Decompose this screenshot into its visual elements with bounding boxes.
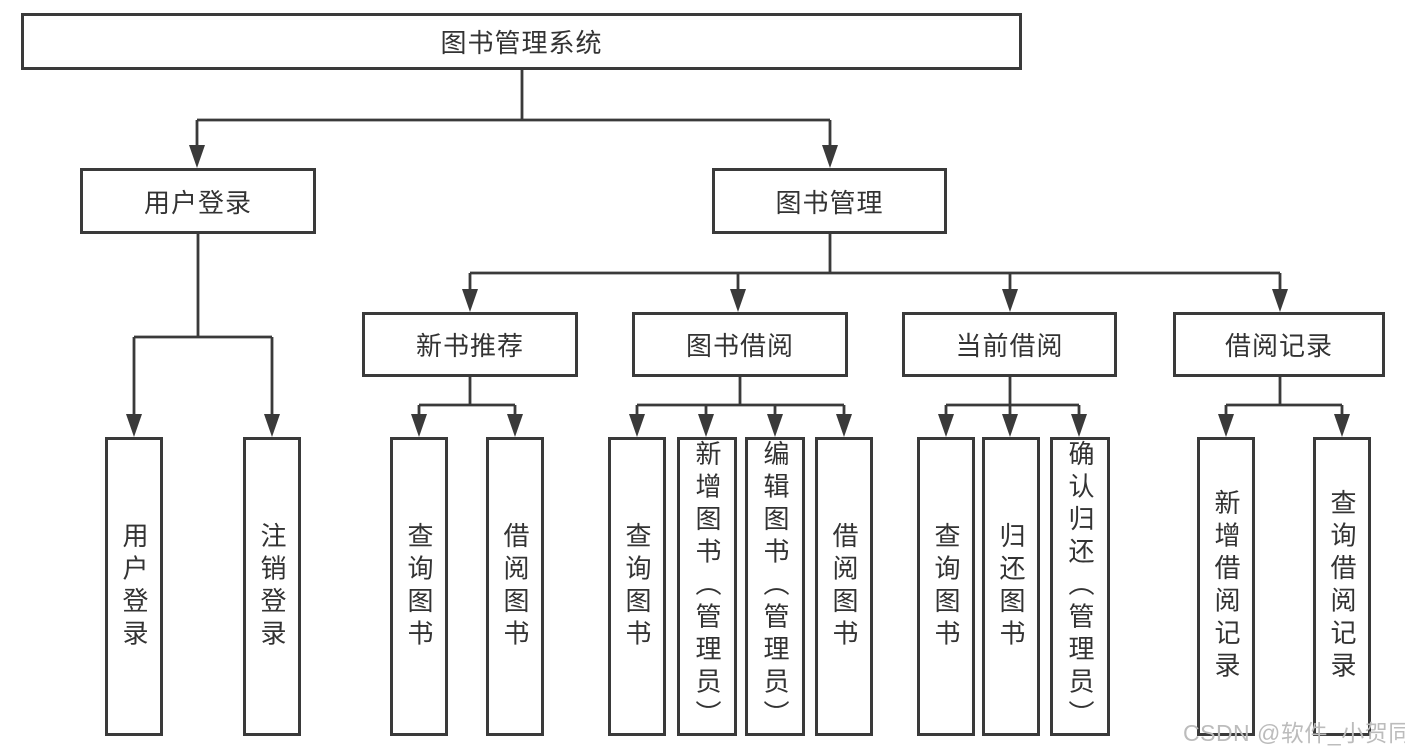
node-leaf-user-login-label: 用户登录: [119, 521, 149, 652]
node-leaf-borrow-query-book-label: 查询图书: [622, 521, 652, 652]
node-user-login-label: 用户登录: [143, 187, 252, 218]
node-book-management-label: 图书管理: [775, 187, 884, 218]
node-new-book-recommend: 新书推荐: [362, 312, 578, 377]
node-user-login: 用户登录: [80, 168, 316, 234]
node-leaf-recommend-query-book-label: 查询图书: [404, 521, 434, 652]
node-leaf-current-confirm-return-admin: 确认归还（管理员）: [1050, 437, 1110, 736]
node-leaf-recommend-borrow-book-label: 借阅图书: [500, 521, 530, 652]
node-root: 图书管理系统: [21, 13, 1022, 70]
node-leaf-current-confirm-return-admin-label: 确认归还（管理员）: [1065, 440, 1095, 733]
node-leaf-current-query-book: 查询图书: [917, 437, 975, 736]
edge-borrow-record-to-leaves: [1218, 377, 1350, 437]
node-leaf-logout: 注销登录: [243, 437, 301, 736]
node-leaf-current-query-book-label: 查询图书: [931, 521, 961, 652]
node-root-label: 图书管理系统: [440, 28, 603, 58]
node-leaf-recommend-query-book: 查询图书: [390, 437, 448, 736]
node-book-borrow-label: 图书借阅: [685, 331, 794, 361]
edge-book-management-to-level3: [462, 234, 1288, 312]
node-new-book-recommend-label: 新书推荐: [415, 331, 524, 361]
node-leaf-borrow-edit-book-admin-label: 编辑图书（管理员）: [760, 440, 790, 733]
node-current-borrow: 当前借阅: [902, 312, 1117, 377]
node-leaf-borrow-add-book-admin-label: 新增图书（管理员）: [692, 440, 722, 733]
node-leaf-record-query-label: 查询借阅记录: [1327, 489, 1357, 684]
edge-new-book-recommend-to-leaves: [411, 377, 523, 437]
node-leaf-user-login: 用户登录: [105, 437, 163, 736]
node-current-borrow-label: 当前借阅: [955, 331, 1064, 361]
node-borrow-record: 借阅记录: [1173, 312, 1385, 377]
node-leaf-record-add: 新增借阅记录: [1197, 437, 1255, 736]
edge-user-login-to-leaves: [126, 234, 280, 437]
node-leaf-logout-label: 注销登录: [257, 521, 287, 652]
edge-book-borrow-to-leaves: [629, 377, 852, 437]
node-leaf-record-query: 查询借阅记录: [1313, 437, 1371, 736]
node-borrow-record-label: 借阅记录: [1224, 331, 1333, 361]
node-leaf-current-return-book: 归还图书: [982, 437, 1040, 736]
node-leaf-record-add-label: 新增借阅记录: [1211, 489, 1241, 684]
node-leaf-current-return-book-label: 归还图书: [996, 521, 1026, 652]
edge-root-to-level2: [189, 70, 838, 168]
node-leaf-recommend-borrow-book: 借阅图书: [486, 437, 544, 736]
node-leaf-borrow-borrow-book-label: 借阅图书: [829, 521, 859, 652]
node-leaf-borrow-borrow-book: 借阅图书: [815, 437, 873, 736]
node-leaf-borrow-edit-book-admin: 编辑图书（管理员）: [745, 437, 805, 736]
node-book-management: 图书管理: [712, 168, 947, 234]
node-leaf-borrow-query-book: 查询图书: [608, 437, 666, 736]
node-book-borrow: 图书借阅: [632, 312, 848, 377]
edge-current-borrow-to-leaves: [938, 377, 1087, 437]
node-leaf-borrow-add-book-admin: 新增图书（管理员）: [677, 437, 737, 736]
watermark: CSDN @软件_小贺同学: [1183, 720, 1405, 746]
